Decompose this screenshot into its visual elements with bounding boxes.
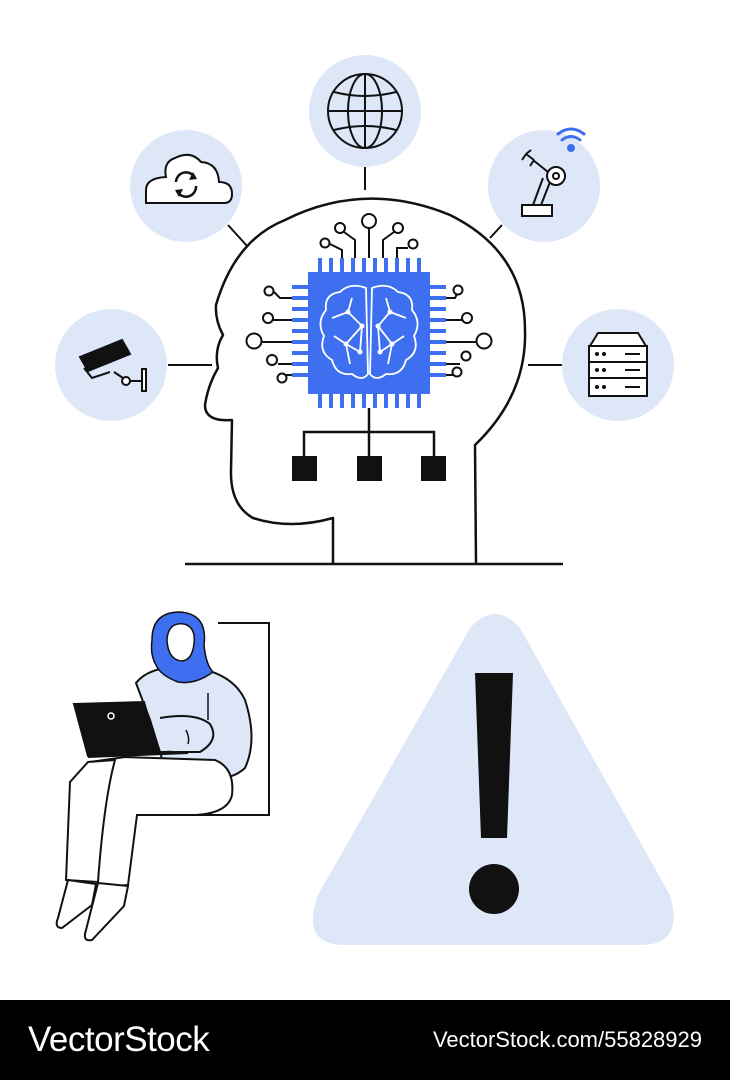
head-outline — [203, 197, 527, 564]
cloud-sync-icon — [130, 130, 242, 242]
brain-chip-icon — [245, 213, 493, 481]
server-icon — [562, 309, 674, 421]
stock-watermark-bar: VectorStock VectorStock.com/55828929 — [0, 1000, 730, 1080]
security-camera-icon — [55, 309, 167, 421]
warning-icon — [312, 614, 674, 945]
person-with-laptop — [55, 611, 270, 942]
laptop-icon — [72, 700, 189, 758]
globe-icon — [309, 55, 421, 167]
brand-name: VectorStock — [28, 1020, 210, 1059]
robotic-arm-icon — [488, 127, 600, 242]
connector-lines — [168, 167, 562, 366]
wifi-icon — [556, 127, 586, 142]
illustration-canvas — [55, 55, 674, 945]
image-id-label: VectorStock.com/55828929 — [432, 1027, 702, 1052]
